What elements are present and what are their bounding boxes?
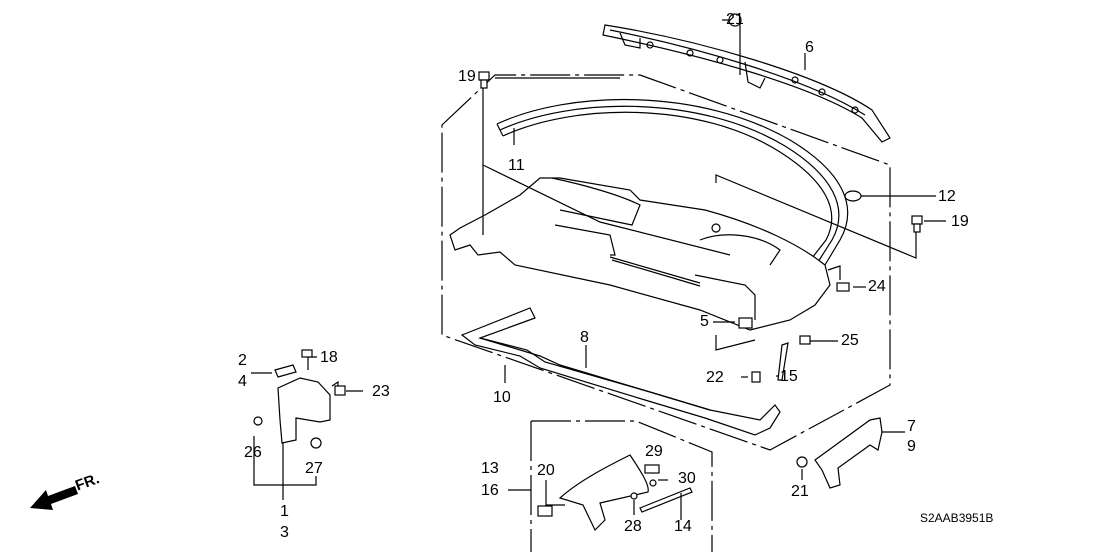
bolt-20-icon xyxy=(537,505,553,517)
callout-19: 19 xyxy=(458,68,476,85)
callout-21: 21 xyxy=(726,11,744,28)
callout-27: 27 xyxy=(305,460,323,477)
callout-15: 15 xyxy=(780,368,798,385)
callout-14: 14 xyxy=(674,518,692,535)
part-6-rail xyxy=(602,24,891,143)
part-1-garnish xyxy=(274,364,331,444)
front-arrow-icon xyxy=(30,486,78,510)
clip-24-icon xyxy=(836,282,850,292)
screw-26-icon xyxy=(253,416,263,426)
subassembly-boundary xyxy=(530,420,713,552)
callout-4: 4 xyxy=(238,373,247,390)
callout-21b: 21 xyxy=(791,483,809,500)
clip-25-icon xyxy=(799,335,811,345)
part-13-panel xyxy=(558,454,649,532)
clip-28-icon xyxy=(630,492,638,500)
leader-lines xyxy=(482,19,946,480)
callout-3: 3 xyxy=(280,524,289,541)
bolt-19-icon xyxy=(478,71,490,81)
part-7-bracket xyxy=(814,417,883,489)
nut-21b-icon xyxy=(796,456,808,468)
screw-27-icon xyxy=(310,437,322,449)
callout-25: 25 xyxy=(841,332,859,349)
callout-2: 2 xyxy=(238,352,247,369)
callout-1: 1 xyxy=(280,503,289,520)
callout-11: 11 xyxy=(508,157,525,174)
part-11-weatherstrip xyxy=(496,98,849,266)
callout-23: 23 xyxy=(372,383,390,400)
callout-8: 8 xyxy=(580,329,589,346)
screw-30-icon xyxy=(649,479,657,487)
callout-7: 7 xyxy=(907,418,916,435)
grommet-5-icon xyxy=(738,317,753,329)
callout-28: 28 xyxy=(624,518,642,535)
callout-29: 29 xyxy=(645,443,663,460)
callout-24: 24 xyxy=(868,278,886,295)
part-15-icon xyxy=(777,342,789,381)
part-8-rail xyxy=(460,307,781,436)
part-cover-body xyxy=(449,177,831,331)
leader-26-27 xyxy=(253,436,317,486)
drawing-code: S2AAB3951B xyxy=(920,511,994,525)
clip-22-icon xyxy=(751,371,761,383)
callout-26: 26 xyxy=(244,444,262,461)
callout-9: 9 xyxy=(907,438,916,455)
callout-18: 18 xyxy=(320,349,338,366)
clip-12-icon xyxy=(844,190,862,202)
leader-20 xyxy=(545,480,565,506)
callout-16: 16 xyxy=(481,482,499,499)
bolt-19-shank-icon xyxy=(480,79,488,89)
callout-30: 30 xyxy=(678,470,696,487)
callout-20: 20 xyxy=(537,462,555,479)
callout-13: 13 xyxy=(481,460,499,477)
part-14-strip xyxy=(639,487,693,513)
screw-18-icon xyxy=(301,349,313,358)
bolt-19b-shank-icon xyxy=(913,223,921,233)
callout-12: 12 xyxy=(938,188,956,205)
callout-6: 6 xyxy=(805,39,814,56)
bolt-19b-icon xyxy=(911,215,923,225)
clip-23-icon xyxy=(334,385,346,396)
callout-5: 5 xyxy=(700,313,709,330)
nut-21-icon xyxy=(728,13,742,27)
leader-18 xyxy=(307,356,317,370)
clip-29-icon xyxy=(644,464,660,474)
callout-19b: 19 xyxy=(951,213,969,230)
callout-22: 22 xyxy=(706,369,724,386)
callout-10: 10 xyxy=(493,389,511,406)
